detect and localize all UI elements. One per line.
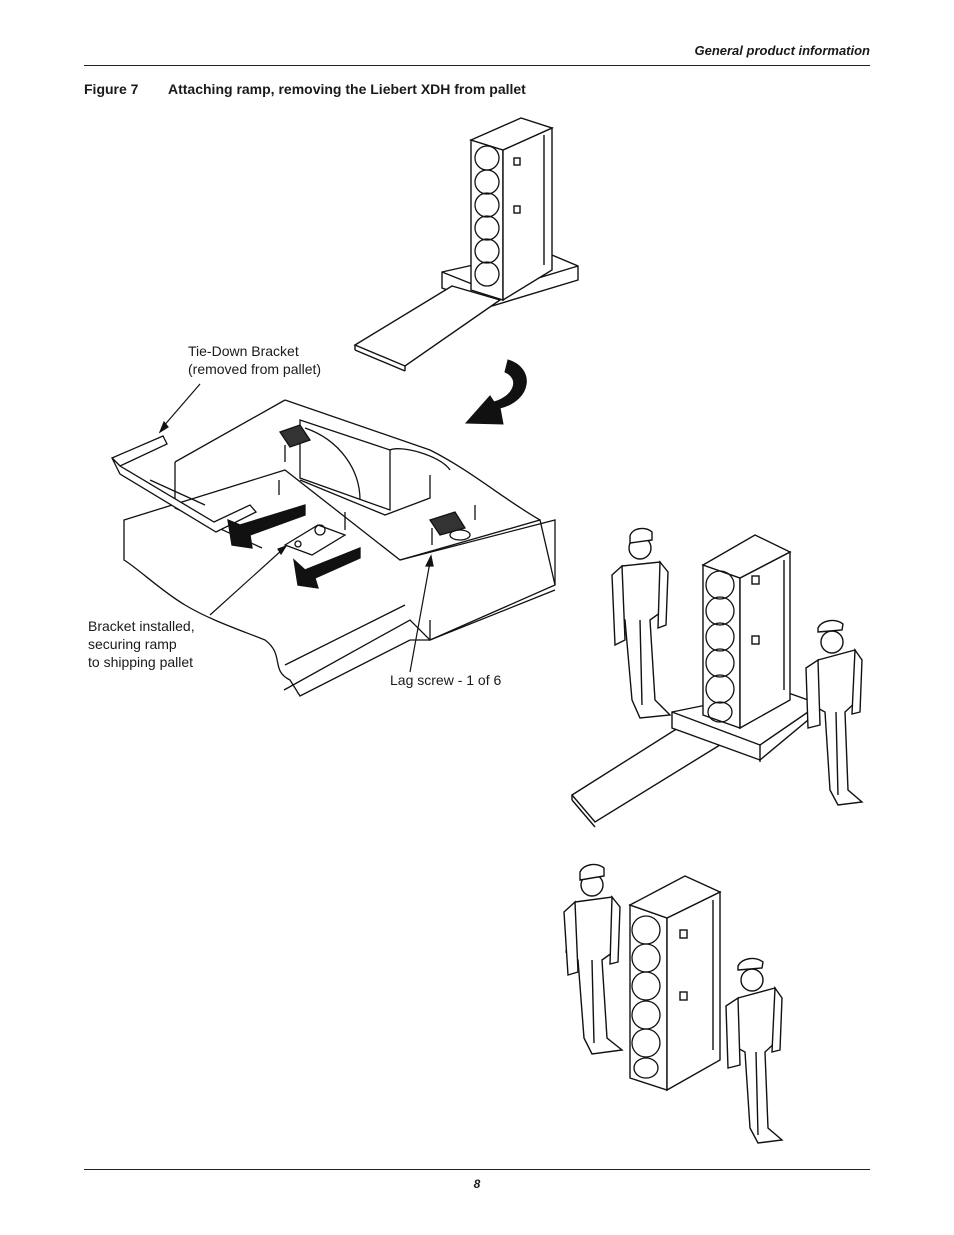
figure-number: Figure 7 — [84, 81, 139, 97]
unit-on-pallet-illustration — [353, 117, 579, 372]
curved-arrow-icon — [464, 359, 527, 425]
callout-bracket-installed: Bracket installed, securing ramp to ship… — [88, 618, 195, 670]
footer-rule — [84, 1169, 870, 1170]
callout-lag-screw: Lag screw - 1 of 6 — [390, 672, 502, 688]
person-figure — [611, 527, 672, 719]
person-figure — [563, 863, 624, 1055]
bracket-detail-illustration — [110, 399, 556, 697]
person-figure — [725, 957, 784, 1144]
callout-tie-down-bracket: Tie-Down Bracket (removed from pallet) — [188, 343, 322, 377]
person-figure — [805, 619, 864, 806]
figure-title: Attaching ramp, removing the Liebert XDH… — [168, 81, 526, 97]
page-header-title: General product information — [694, 43, 870, 58]
unit-removed-illustration — [563, 863, 784, 1144]
figure-caption: Figure 7 Attaching ramp, removing the Lie… — [84, 81, 526, 97]
page-number: 8 — [473, 1177, 481, 1191]
header-rule — [84, 65, 870, 66]
callout-leaders — [158, 383, 434, 673]
unit-with-ramp-and-people-illustration — [570, 527, 864, 828]
